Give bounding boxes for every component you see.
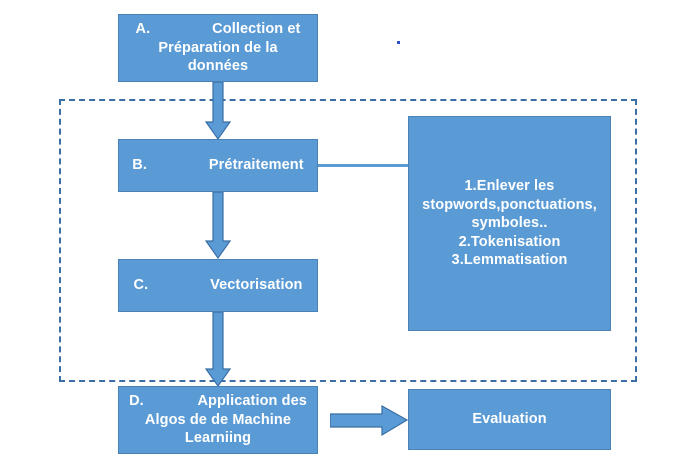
node-vectorisation[interactable]: C. Vectorisation — [118, 259, 318, 312]
node-pretraitement-steps-label: 1.Enlever les stopwords,ponctuations, sy… — [422, 178, 597, 269]
node-collection-preparation[interactable]: A. Collection et Préparation de la donné… — [118, 14, 318, 82]
node-pretraitement[interactable]: B. Prétraitement — [118, 139, 318, 192]
node-collection-preparation-label: A. Collection et Préparation de la donné… — [135, 21, 301, 75]
node-vectorisation-label: C. Vectorisation — [133, 277, 303, 294]
node-pretraitement-label: B. Prétraitement — [132, 157, 304, 174]
connector-pretraitement-to-steps — [318, 164, 408, 167]
node-evaluation-label: Evaluation — [472, 411, 547, 428]
node-application-ml[interactable]: D. Application des Algos de de Machine L… — [118, 386, 318, 454]
node-application-ml-label: D. Application des Algos de de Machine L… — [129, 393, 307, 447]
dashed-grouping-region — [59, 99, 637, 382]
node-pretraitement-steps[interactable]: 1.Enlever les stopwords,ponctuations, sy… — [408, 116, 611, 331]
arrow-pretraitement-to-vectorisation-icon — [205, 192, 231, 259]
arrow-collection-to-pretraitement-icon — [205, 82, 231, 140]
arrow-vectorisation-to-application-icon — [205, 312, 231, 387]
node-evaluation[interactable]: Evaluation — [408, 389, 611, 450]
stray-dot-artifact — [397, 41, 400, 44]
arrow-application-to-evaluation-icon — [330, 404, 408, 437]
